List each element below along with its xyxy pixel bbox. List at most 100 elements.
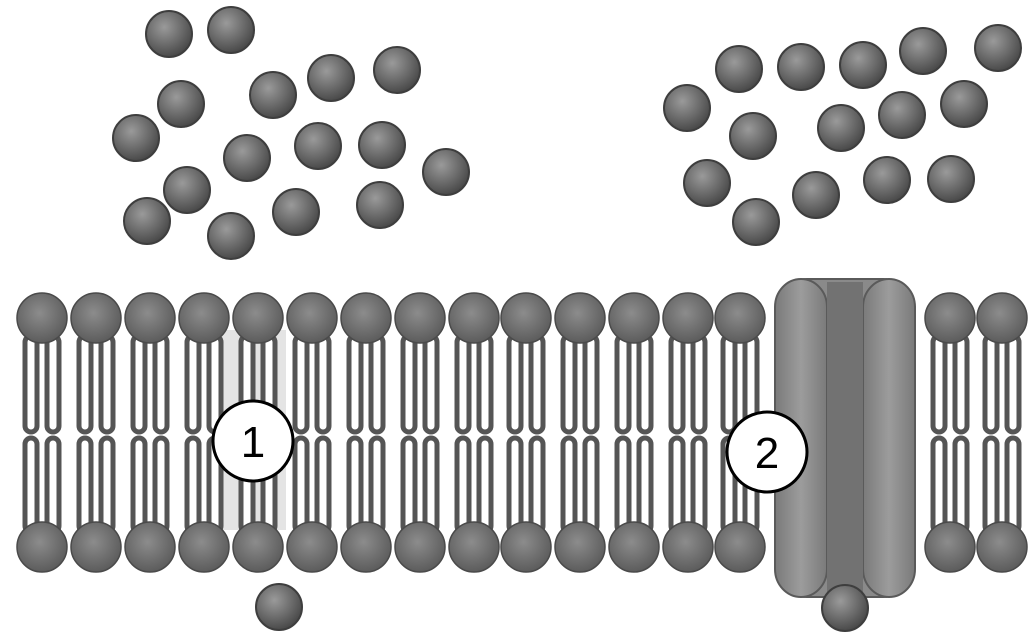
lipid-tail [44,435,62,535]
solute-particle [307,54,355,102]
lipid-head [124,521,176,573]
lipid-tail [400,333,418,435]
lipid-tail [1004,333,1022,435]
lipid-tail [22,435,40,535]
solute-particle [974,24,1022,72]
lipid-tail [582,333,600,435]
solute-particle [356,181,404,229]
solute-particle [683,159,731,207]
solute-particle [821,584,869,632]
solute-particle [729,112,777,160]
lipid-tail [720,333,738,435]
lipid-head [976,521,1028,573]
lipid-tail [184,435,202,535]
lipid-tail [528,435,546,535]
phospholipid [500,292,552,573]
lipid-tail [346,333,364,435]
solute-particle [839,41,887,89]
solute-particle [163,166,211,214]
lipid-head [16,292,68,344]
lipid-tail [98,333,116,435]
solute-particle [940,80,988,128]
lipid-head [500,292,552,344]
protein-pore [827,282,863,594]
lipid-head [286,292,338,344]
lipid-head [178,292,230,344]
lipid-tail [690,333,708,435]
lipid-tail [668,435,686,535]
lipid-head [662,521,714,573]
lipid-tail [528,333,546,435]
lipid-head [448,521,500,573]
lipid-head [608,521,660,573]
lipid-head [340,292,392,344]
lipid-tail [636,333,654,435]
lipid-tail [98,435,116,535]
label-1-marker: 1 [211,399,295,483]
lipid-head [178,521,230,573]
lipid-tail [22,333,40,435]
solute-particle [899,27,947,75]
solute-particle [255,583,303,631]
solute-particle [207,6,255,54]
phospholipid [608,292,660,573]
lipid-tail [636,435,654,535]
lipid-head [554,292,606,344]
lipid-tail [76,333,94,435]
solute-particle [732,198,780,246]
phospholipid [448,292,500,573]
lipid-head [340,521,392,573]
solute-particle [792,171,840,219]
lipid-tail [506,333,524,435]
phospholipid [178,292,230,573]
lipid-tail [1004,435,1022,535]
lipid-tail [400,435,418,535]
phospholipid [662,292,714,573]
lipid-head [394,521,446,573]
lipid-tail [930,333,948,435]
lipid-tail [930,435,948,535]
lipid-head [448,292,500,344]
lipid-tail [76,435,94,535]
lipid-tail [476,333,494,435]
solute-particle [207,212,255,260]
phospholipid [16,292,68,573]
solute-particle [157,80,205,128]
phospholipid [554,292,606,573]
lipid-tail [44,333,62,435]
lipid-tail [130,333,148,435]
solute-particle [878,91,926,139]
lipid-tail [314,435,332,535]
lipid-tail [184,333,202,435]
lipid-tail [982,435,1000,535]
solute-particle [112,114,160,162]
solute-particle [927,155,975,203]
lipid-tail [560,333,578,435]
lipid-tail [422,435,440,535]
lipid-head [714,292,766,344]
solute-particle [777,43,825,91]
solute-particle [863,156,911,204]
lipid-tail [368,435,386,535]
lipid-tail [152,333,170,435]
lipid-tail [668,333,686,435]
solute-particle [123,197,171,245]
lipid-tail [454,333,472,435]
lipid-tail [454,435,472,535]
phospholipid [340,292,392,573]
protein-subunit-right [862,278,916,598]
phospholipid [70,292,122,573]
solute-particle [272,188,320,236]
lipid-head [924,292,976,344]
phospholipid [232,292,284,573]
lipid-tail [476,435,494,535]
lipid-head [286,521,338,573]
lipid-tail [614,333,632,435]
phospholipid [924,292,976,573]
phospholipid [286,292,338,573]
lipid-tail [506,435,524,535]
solute-particle [715,45,763,93]
lipid-head [232,521,284,573]
lipid-tail [582,435,600,535]
